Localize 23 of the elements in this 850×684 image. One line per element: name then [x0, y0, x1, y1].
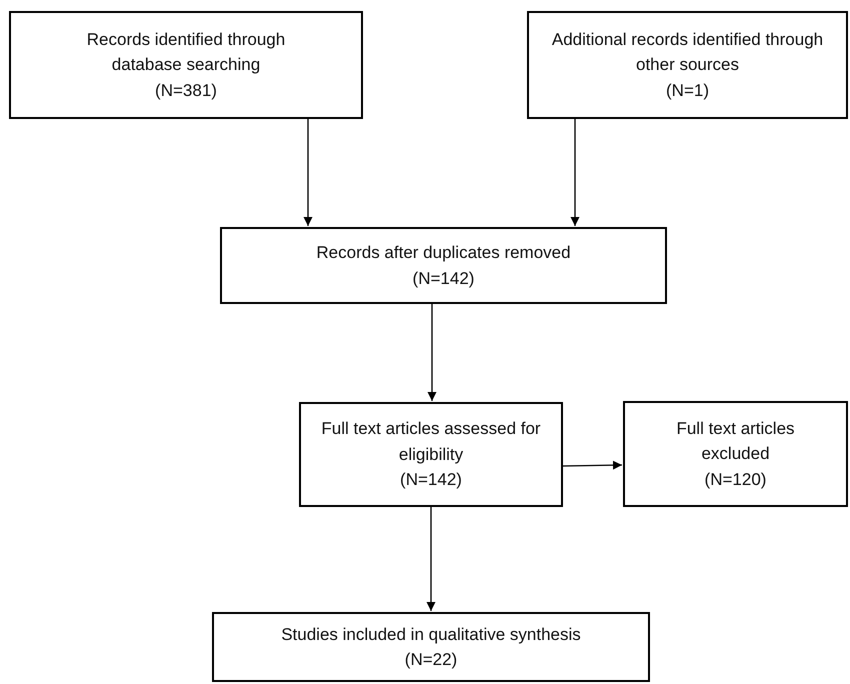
- count-label: (N=22): [404, 649, 458, 671]
- box-label: Records after duplicates removed: [316, 242, 571, 264]
- box-label: Records identified through database searching: [86, 28, 286, 76]
- process-box: [9, 11, 363, 119]
- arrow: [428, 304, 436, 401]
- process-box: [212, 612, 650, 682]
- arrow: [562, 460, 622, 470]
- box-label: Full text articles excluded: [675, 418, 796, 466]
- count-label: (N=381): [155, 80, 217, 102]
- box-label: Full text articles assessed for eligibility: [321, 418, 541, 466]
- count-label: (N=142): [400, 469, 462, 492]
- process-box: [527, 11, 848, 119]
- arrow: [570, 119, 580, 226]
- process-box: [220, 227, 667, 304]
- process-box: [623, 401, 848, 507]
- box-label: Additional records identified through other sources: [550, 28, 824, 76]
- process-box: [299, 402, 563, 507]
- count-label: (N=120): [704, 468, 766, 491]
- count-label: (N=1): [666, 80, 709, 102]
- arrow: [426, 507, 436, 611]
- count-label: (N=142): [412, 268, 474, 290]
- box-label: Studies included in qualitative synthesis: [281, 624, 581, 646]
- arrow: [304, 119, 312, 226]
